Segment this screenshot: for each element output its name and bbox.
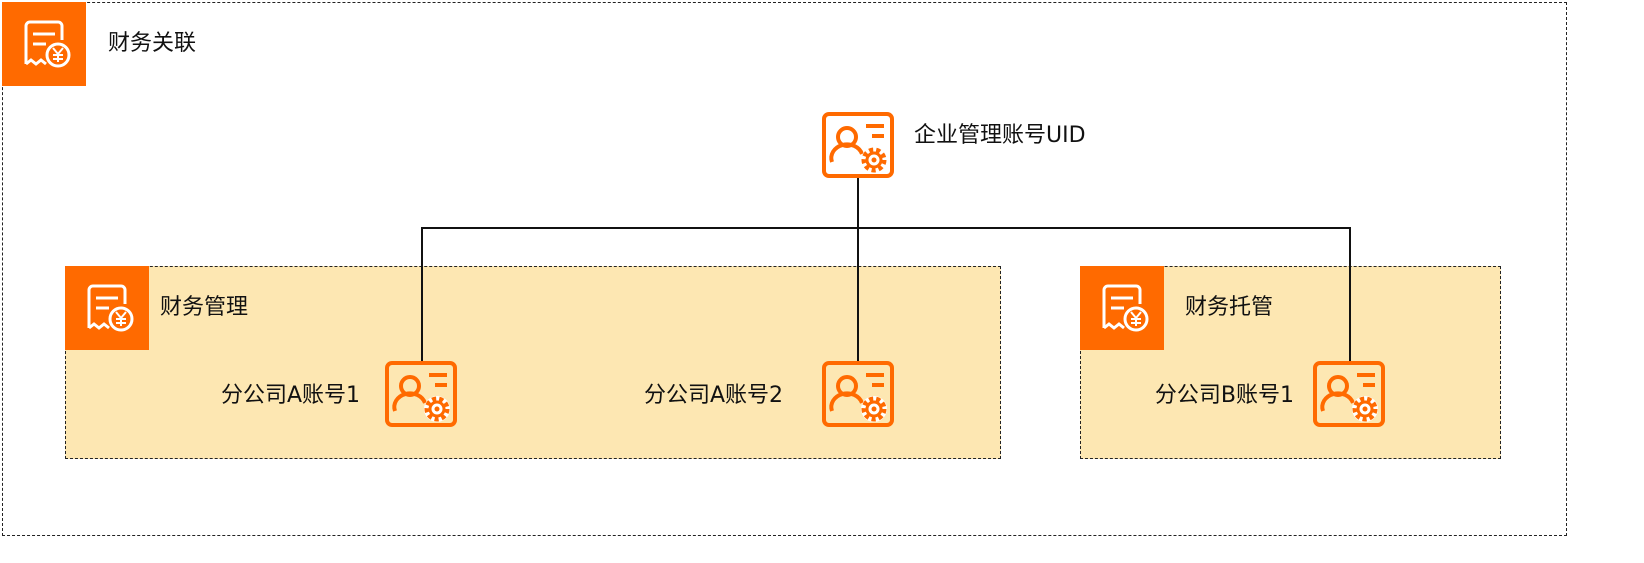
group-title: 财务管理 xyxy=(160,295,249,320)
account-icon xyxy=(822,112,896,180)
account-icon xyxy=(822,361,896,429)
bill-icon xyxy=(2,2,86,86)
account-label: 分公司B账号1 xyxy=(1154,383,1294,408)
account-icon xyxy=(385,361,459,429)
account-label: 分公司A账号1 xyxy=(220,383,360,408)
connector-line xyxy=(421,227,423,362)
connector-line xyxy=(421,227,1351,229)
connector-line xyxy=(1349,227,1351,362)
account-label: 企业管理账号UID xyxy=(914,123,1086,148)
account-label: 分公司A账号2 xyxy=(643,383,783,408)
group-title: 财务托管 xyxy=(1185,295,1274,320)
bill-icon xyxy=(65,266,149,350)
finance-association-group xyxy=(2,2,1567,536)
outer-group-title: 财务关联 xyxy=(108,31,197,56)
account-icon xyxy=(1313,361,1387,429)
connector-line xyxy=(857,178,859,362)
bill-icon xyxy=(1080,266,1164,350)
